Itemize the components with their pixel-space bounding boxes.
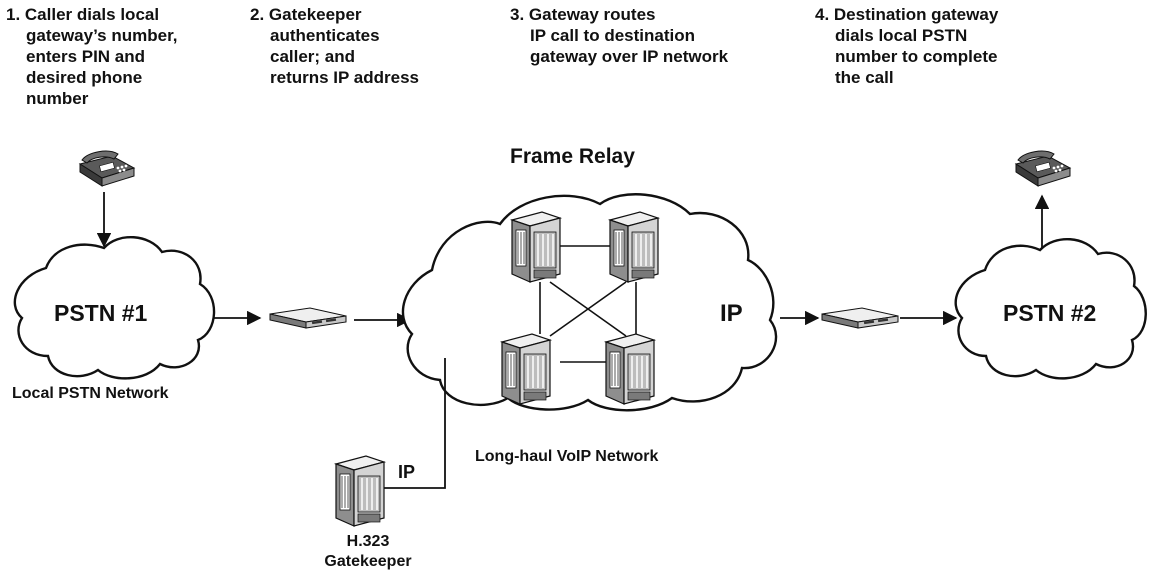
gatekeeper-label: H.323 Gatekeeper — [318, 532, 418, 572]
step-4-line-4: the call — [835, 68, 894, 87]
gatekeeper-ip-link — [380, 358, 446, 489]
gatekeeper-label-line-2: Gatekeeper — [324, 553, 412, 570]
frame-relay-switch-bottom-right-icon — [605, 333, 655, 405]
pstn1-label: PSTN #1 — [54, 300, 148, 326]
step-1-line-4: desired phone — [26, 68, 143, 87]
pstn1-cloud — [13, 235, 216, 380]
frame-relay-title: Frame Relay — [510, 145, 635, 168]
step-2-line-2: authenticates — [270, 26, 380, 45]
step-1-line-3: enters PIN and — [26, 47, 146, 66]
ip-cloud-label: IP — [720, 300, 743, 327]
frame-relay-switch-top-left-icon — [511, 211, 561, 283]
frame-relay-cloud — [401, 193, 778, 412]
step-2-line-4: returns IP address — [270, 68, 419, 87]
telephone-2-icon — [1015, 150, 1071, 187]
telephone-1-icon — [79, 150, 135, 187]
step-4-line-1: 4. Destination gateway — [815, 5, 999, 24]
step-1-text: 1. Caller dials local gateway’s number, … — [6, 4, 177, 109]
gatekeeper-ip-link-label: IP — [398, 462, 416, 482]
local-pstn-network-label: Local PSTN Network — [12, 385, 169, 402]
step-3-line-1: 3. Gateway routes — [510, 5, 656, 24]
long-haul-voip-network-label: Long-haul VoIP Network — [475, 448, 659, 465]
step-4-line-3: number to complete — [835, 47, 998, 66]
mesh-link-diagonal-2 — [549, 281, 627, 337]
gateway-1-icon — [269, 307, 347, 329]
step-1-line-2: gateway’s number, — [26, 26, 178, 45]
step-1-line-5: number — [26, 89, 89, 108]
step-2-line-1: 2. Gatekeeper — [250, 5, 362, 24]
step-1-line-1: 1. Caller dials local — [6, 5, 160, 24]
gateway-2-icon — [821, 307, 899, 329]
step-4-text: 4. Destination gateway dials local PSTN … — [815, 4, 998, 88]
step-3-text: 3. Gateway routes IP call to destination… — [510, 4, 728, 67]
frame-relay-switch-bottom-left-icon — [501, 333, 551, 405]
gatekeeper-label-line-1: H.323 — [346, 533, 390, 550]
step-4-line-2: dials local PSTN — [835, 26, 968, 45]
step-2-text: 2. Gatekeeper authenticates caller; and … — [250, 4, 419, 88]
pstn2-cloud — [954, 237, 1147, 380]
gatekeeper-server-icon — [335, 455, 385, 527]
step-3-line-2: IP call to destination — [530, 26, 695, 45]
step-3-line-3: gateway over IP network — [530, 47, 729, 66]
pstn2-label: PSTN #2 — [1003, 300, 1097, 326]
frame-relay-switch-top-right-icon — [609, 211, 659, 283]
step-2-line-3: caller; and — [270, 47, 356, 66]
